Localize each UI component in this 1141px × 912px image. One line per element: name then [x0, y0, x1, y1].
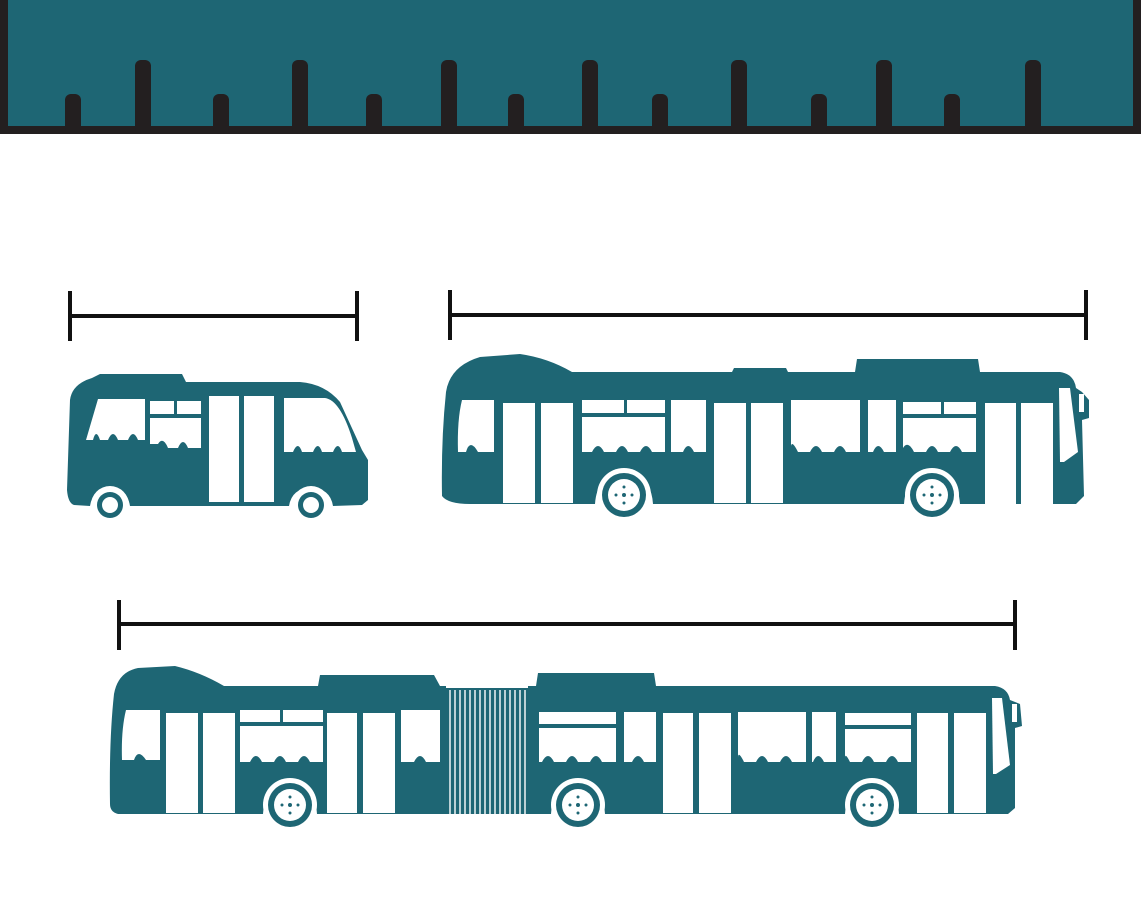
articulated-bus-door-2 [203, 713, 235, 813]
ruler-outline [0, 0, 1141, 134]
city-bus-door-front-2 [1021, 403, 1053, 504]
ruler-tick-short [366, 94, 382, 134]
ruler-tick-short [65, 94, 81, 134]
articulated-bus-window-4 [539, 728, 616, 762]
articulated-bus-window-3 [401, 710, 440, 762]
city-bus-window-top-3 [903, 402, 941, 414]
articulated-bus-door-7 [917, 713, 948, 813]
city-bus-wheel-front [905, 468, 959, 522]
city-bus-wheel-rear [597, 468, 651, 522]
articulated-bus-window-6 [738, 712, 806, 762]
articulated-bus-window-top-4 [845, 713, 911, 725]
city-bus-mirror [1079, 394, 1084, 412]
dimension-line-articulated-bus [117, 600, 1017, 650]
city-bus-windshield [1059, 388, 1078, 462]
articulated-bus-door-8 [954, 713, 986, 813]
city-bus-window-rear [457, 400, 494, 452]
articulated-bus-door-1 [166, 713, 198, 813]
minibus-window-rear [86, 399, 145, 440]
city-bus-window-3 [671, 400, 706, 452]
articulated-bus-window-5 [624, 712, 656, 762]
ruler [0, 0, 1141, 134]
city-bus-door-rear-2 [541, 403, 573, 503]
articulated-bus-window-top-1 [240, 710, 280, 722]
ruler-tick-long [292, 60, 308, 134]
ruler-tick-long [731, 60, 747, 134]
articulated-bus-joint [445, 688, 530, 814]
articulated-bus-joint-bellows [449, 690, 526, 814]
articulated-bus-window-2 [240, 726, 323, 762]
city-bus-window-top-2 [627, 400, 665, 413]
city-bus-icon [441, 354, 1089, 522]
ruler-body [4, 0, 1141, 132]
articulated-bus-door-4 [363, 713, 395, 813]
ruler-tick-short [213, 94, 229, 134]
minibus-window-top-left [150, 401, 174, 414]
minibus-door-1 [209, 396, 239, 502]
articulated-bus-window-7 [812, 712, 836, 762]
ruler-tick-short [508, 94, 524, 134]
ruler-tick-short [944, 94, 960, 134]
city-bus-window-2 [582, 417, 665, 452]
articulated-bus-wheel-2 [551, 778, 605, 832]
ruler-ticks [65, 60, 1041, 134]
city-bus-window-5 [868, 400, 896, 452]
articulated-bus-window-8 [845, 729, 911, 762]
minibus-window-mid [150, 418, 201, 448]
articulated-bus-mirror [1012, 704, 1017, 722]
ruler-tick-long [135, 60, 151, 134]
minibus-window-top-right [177, 401, 201, 414]
ruler-tick-short [811, 94, 827, 134]
ruler-tick-short [652, 94, 668, 134]
dimension-line-minibus [68, 291, 359, 341]
city-bus-door-rear-1 [503, 403, 535, 503]
ruler-tick-long [441, 60, 457, 134]
minibus-wheel-rear [91, 486, 129, 524]
ruler-tick-long [876, 60, 892, 134]
articulated-bus-wheel-1 [263, 778, 317, 832]
minibus-wheel-front [292, 486, 330, 524]
city-bus-window-top-1 [582, 400, 624, 413]
articulated-bus-window-top-2 [283, 710, 323, 722]
city-bus-window-6 [903, 418, 976, 452]
articulated-bus-windshield [992, 698, 1010, 774]
city-bus-door-front-1 [985, 403, 1016, 504]
articulated-bus-door-6 [699, 713, 731, 813]
articulated-bus-wheel-3 [845, 778, 899, 832]
minibus-icon [67, 374, 368, 524]
dimension-line-standard-bus [448, 290, 1088, 340]
city-bus-door-mid-1 [714, 403, 746, 503]
minibus-window-front [284, 398, 356, 452]
ruler-tick-long [582, 60, 598, 134]
articulated-bus-door-5 [663, 713, 693, 813]
articulated-bus-icon [109, 666, 1022, 832]
city-bus-window-top-4 [944, 402, 976, 414]
city-bus-window-4 [791, 400, 860, 452]
articulated-bus-window-rear [121, 710, 160, 760]
articulated-bus-door-3 [327, 713, 357, 813]
articulated-bus-window-top-3 [539, 712, 616, 724]
minibus-door-2 [244, 396, 274, 502]
city-bus-door-mid-2 [751, 403, 783, 503]
ruler-tick-long [1025, 60, 1041, 134]
